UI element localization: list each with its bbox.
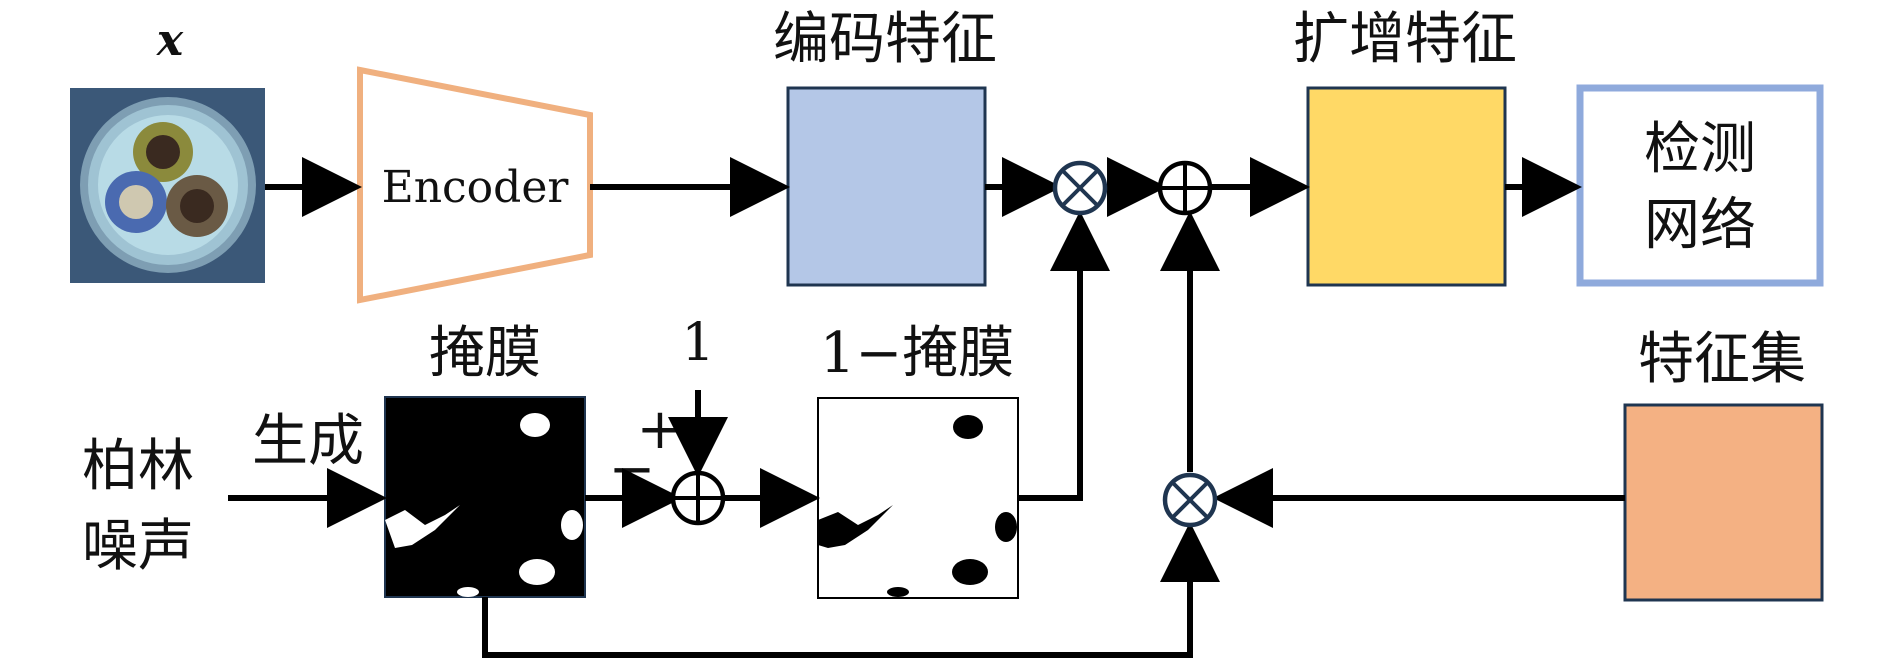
add-operator-icon-top [1157, 160, 1213, 216]
feature-set-box [1623, 403, 1824, 602]
augmented-feature-box [1306, 86, 1507, 287]
augmented-feature-label: 扩增特征 [1293, 7, 1517, 72]
inverted-mask-image [817, 397, 1019, 599]
feature-set-label: 特征集 [1638, 327, 1806, 392]
input-symbol: x [156, 15, 184, 66]
minus-sign: − [609, 437, 656, 502]
perlin-noise-line-2: 噪声 [82, 514, 194, 579]
mask-label: 掩膜 [429, 321, 541, 386]
encoder-label: Encoder [382, 162, 570, 213]
connections [228, 157, 1625, 658]
mask-image [384, 396, 586, 598]
multiply-operator-icon-bottom [1162, 472, 1218, 528]
multiply-operator-icon-top [1052, 160, 1108, 216]
add-operator-icon-mask [670, 470, 726, 526]
detection-network-line-2: 网络 [1644, 193, 1756, 258]
one-label: 1 [681, 313, 714, 373]
one-minus-mask-label: 1−掩膜 [820, 321, 1015, 386]
encoder-block [357, 66, 593, 304]
encoded-feature-box [786, 86, 987, 287]
perlin-noise-line-1: 柏林 [82, 434, 194, 499]
generate-label: 生成 [252, 409, 364, 474]
input-image [70, 88, 265, 283]
detection-network-line-1: 检测 [1644, 117, 1756, 182]
encoded-feature-label: 编码特征 [773, 7, 997, 72]
